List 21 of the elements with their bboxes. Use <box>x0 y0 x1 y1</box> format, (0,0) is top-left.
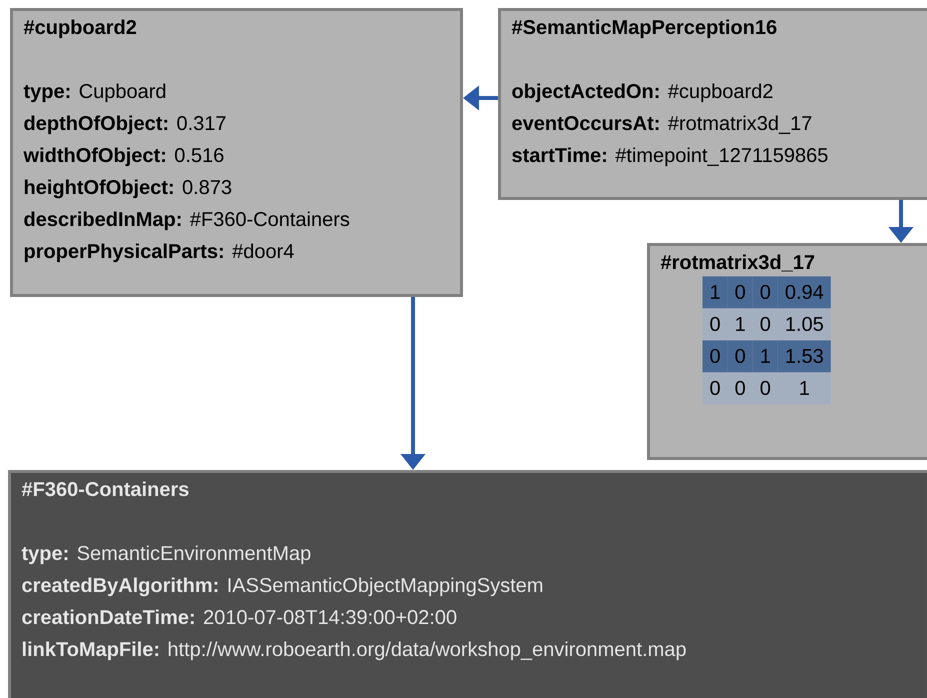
matrix-table: 1 0 0 0.94 0 1 0 1.05 0 0 1 1.53 0 0 0 1 <box>702 276 831 404</box>
node-label: 0 <box>760 284 770 300</box>
node-label: 0 <box>710 380 720 396</box>
node-label: 0 <box>735 284 745 300</box>
node-label: 1 <box>761 349 770 363</box>
node-label: 1 <box>736 317 745 331</box>
node-label: 0 <box>735 380 745 396</box>
record-box: #F360-Containers type: SemanticEnvironmentMap createdByAlgorithm: IASSemanticObjectMappingSystem creationDateTime: 2010-07-08T14:39:00+02:00 linkToMapFile: http://www.roboearth.org/data/workshop_environment.map <box>8 470 927 698</box>
node-label: 0 <box>760 316 770 332</box>
record-box: #cupboard2 type: Cupboard depthOfObject: 0.317 widthOfObject: 0.516 heightOfObject: 0.873 describedInMap: #F360-Containers properPhysicalParts: #door4 <box>10 8 463 297</box>
node-label: 1.53 <box>786 348 823 364</box>
node-label: 0 <box>735 348 745 364</box>
record-box: #SemanticMapPerception16 objectActedOn: #cupboard2 eventOccursAt: #rotmatrix3d_17 startTime: #timepoint_1271159865 <box>498 8 927 200</box>
node-label: 0 <box>710 348 720 364</box>
node-label: 1 <box>711 285 720 299</box>
node-label: 0 <box>710 316 720 332</box>
node-label: 0 <box>760 380 770 396</box>
node-label: 1.05 <box>786 316 823 332</box>
node-label: 1 <box>800 381 809 395</box>
matrix-box: #rotmatrix3d_17 1 0 0 0.94 0 1 0 1.05 0 0 1 1.53 0 0 0 1 <box>647 243 927 460</box>
node-label: 0.94 <box>786 284 824 300</box>
